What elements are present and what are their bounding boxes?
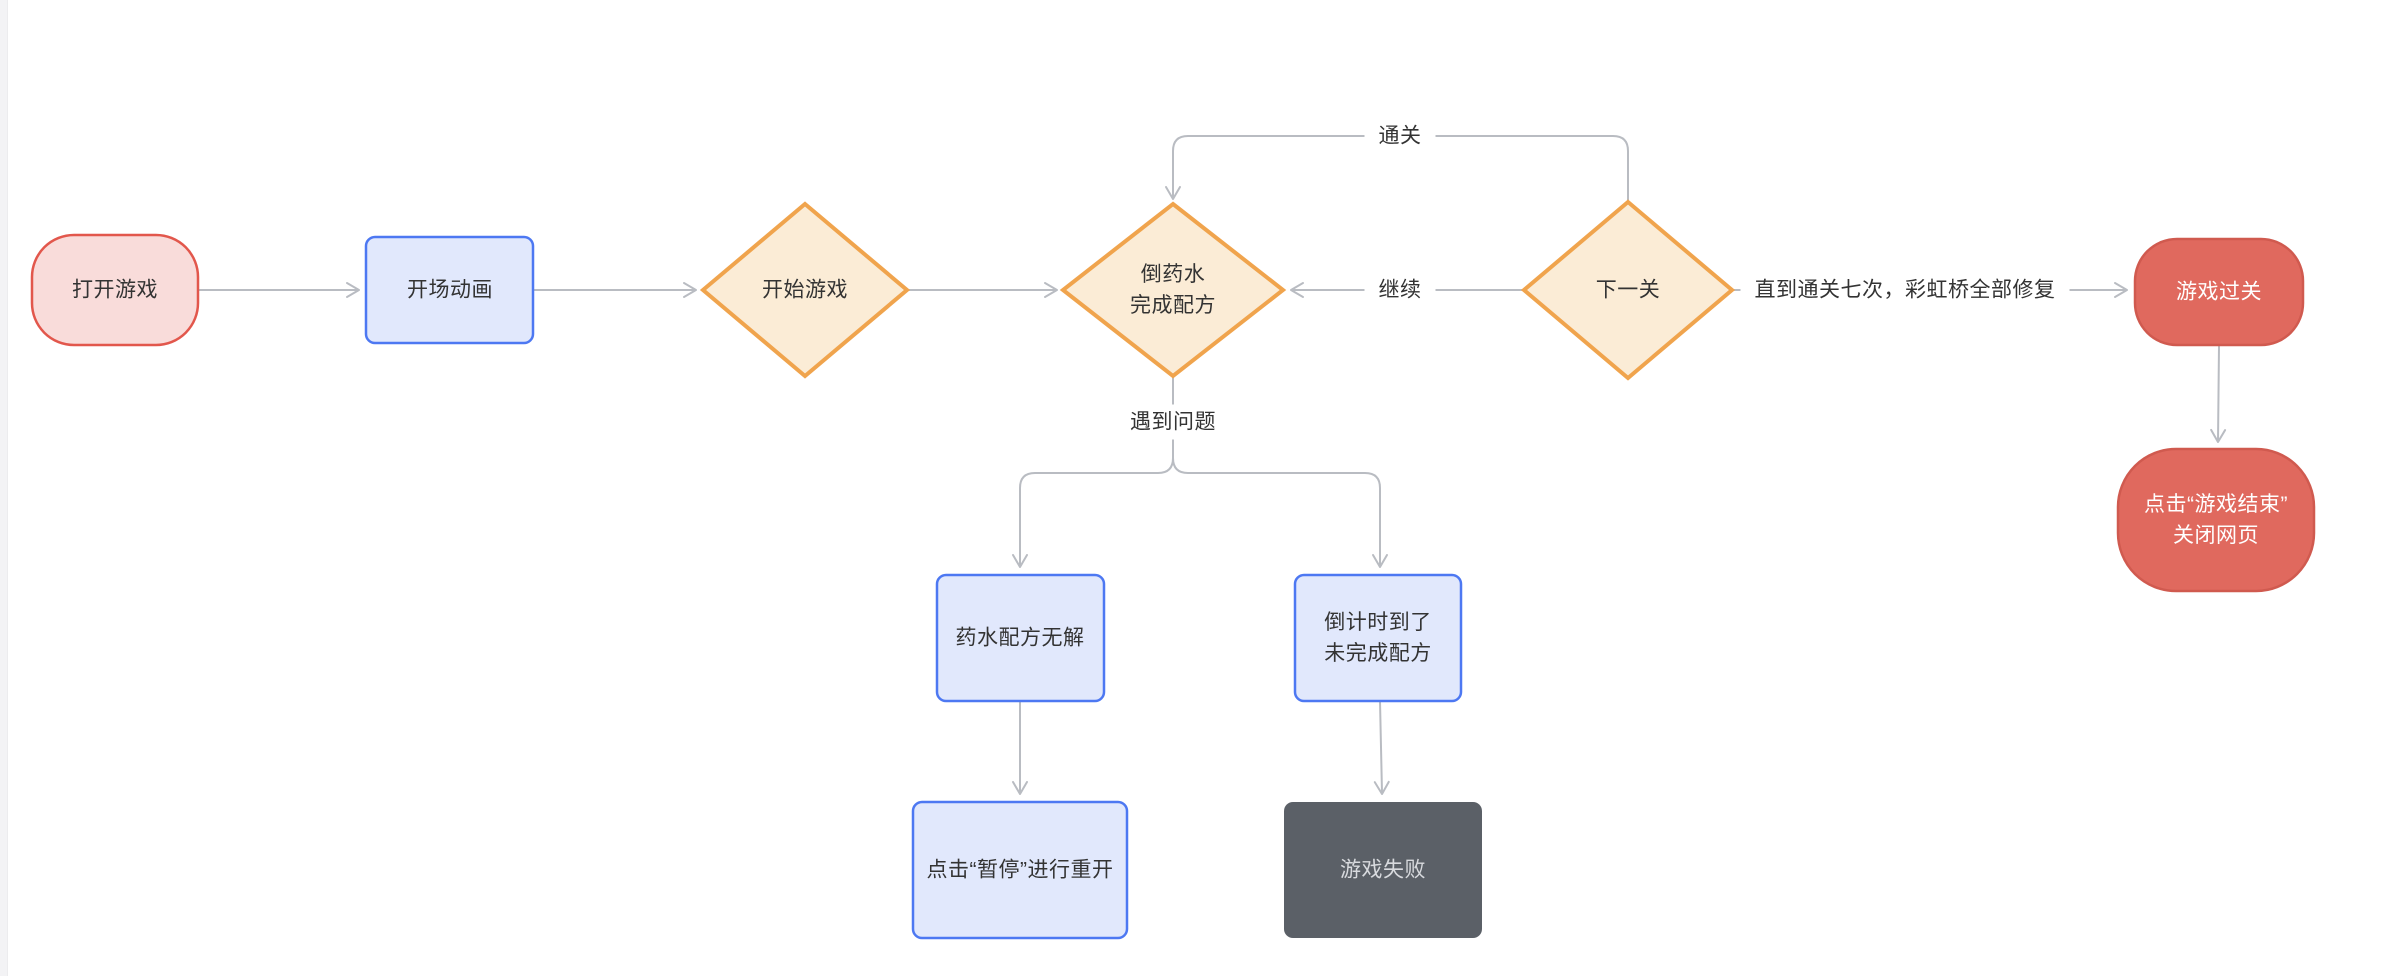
node-recipe-unsolvable[interactable] xyxy=(935,573,1106,703)
edge-label-continue: 继续 xyxy=(1364,272,1436,308)
node-opening-animation[interactable] xyxy=(364,235,535,345)
edge-problem-left xyxy=(1012,375,1174,568)
node-game-clear-label[interactable]: 游戏过关 xyxy=(2176,280,2262,304)
edge-problem-right xyxy=(1172,439,1388,568)
node-next-level-label[interactable]: 下一关 xyxy=(1595,278,1661,302)
node-open-game[interactable] xyxy=(30,233,200,347)
node-pour-potion-label[interactable]: 倒药水 完成配方 xyxy=(1130,263,1216,317)
node-pause-restart-label[interactable]: 点击“暂停”进行重开 xyxy=(926,858,1114,882)
node-game-end-close-label[interactable]: 点击“游戏结束” 关闭网页 xyxy=(2144,493,2288,547)
node-start-game[interactable] xyxy=(699,201,911,379)
node-next-level[interactable] xyxy=(1520,199,1736,381)
node-game-failed[interactable] xyxy=(1284,802,1482,938)
node-game-clear[interactable] xyxy=(2133,237,2305,347)
node-countdown-expired-label[interactable]: 倒计时到了 未完成配方 xyxy=(1324,611,1432,665)
node-pause-restart[interactable] xyxy=(911,800,1129,940)
edge-countdown-to-failed xyxy=(1373,700,1390,795)
node-opening-animation-label[interactable]: 开场动画 xyxy=(407,278,493,302)
node-game-end-close[interactable] xyxy=(2116,447,2316,593)
node-countdown-expired[interactable] xyxy=(1293,573,1463,703)
node-recipe-unsolvable-label[interactable]: 药水配方无解 xyxy=(955,626,1085,650)
edge-clear-to-close xyxy=(2210,345,2227,443)
node-open-game-label[interactable]: 打开游戏 xyxy=(72,278,158,302)
edge-label-until-seven: 直到通关七次，彩虹桥全部修复 xyxy=(1740,272,2070,308)
edge-label-pass-level: 通关 xyxy=(1364,118,1436,154)
node-start-game-label[interactable]: 开始游戏 xyxy=(762,278,848,302)
node-pour-potion[interactable] xyxy=(1059,201,1287,379)
node-game-failed-label[interactable]: 游戏失败 xyxy=(1340,858,1426,882)
edge-label-problem: 遇到问题 xyxy=(1116,404,1230,440)
canvas-edge-strip xyxy=(0,0,8,976)
